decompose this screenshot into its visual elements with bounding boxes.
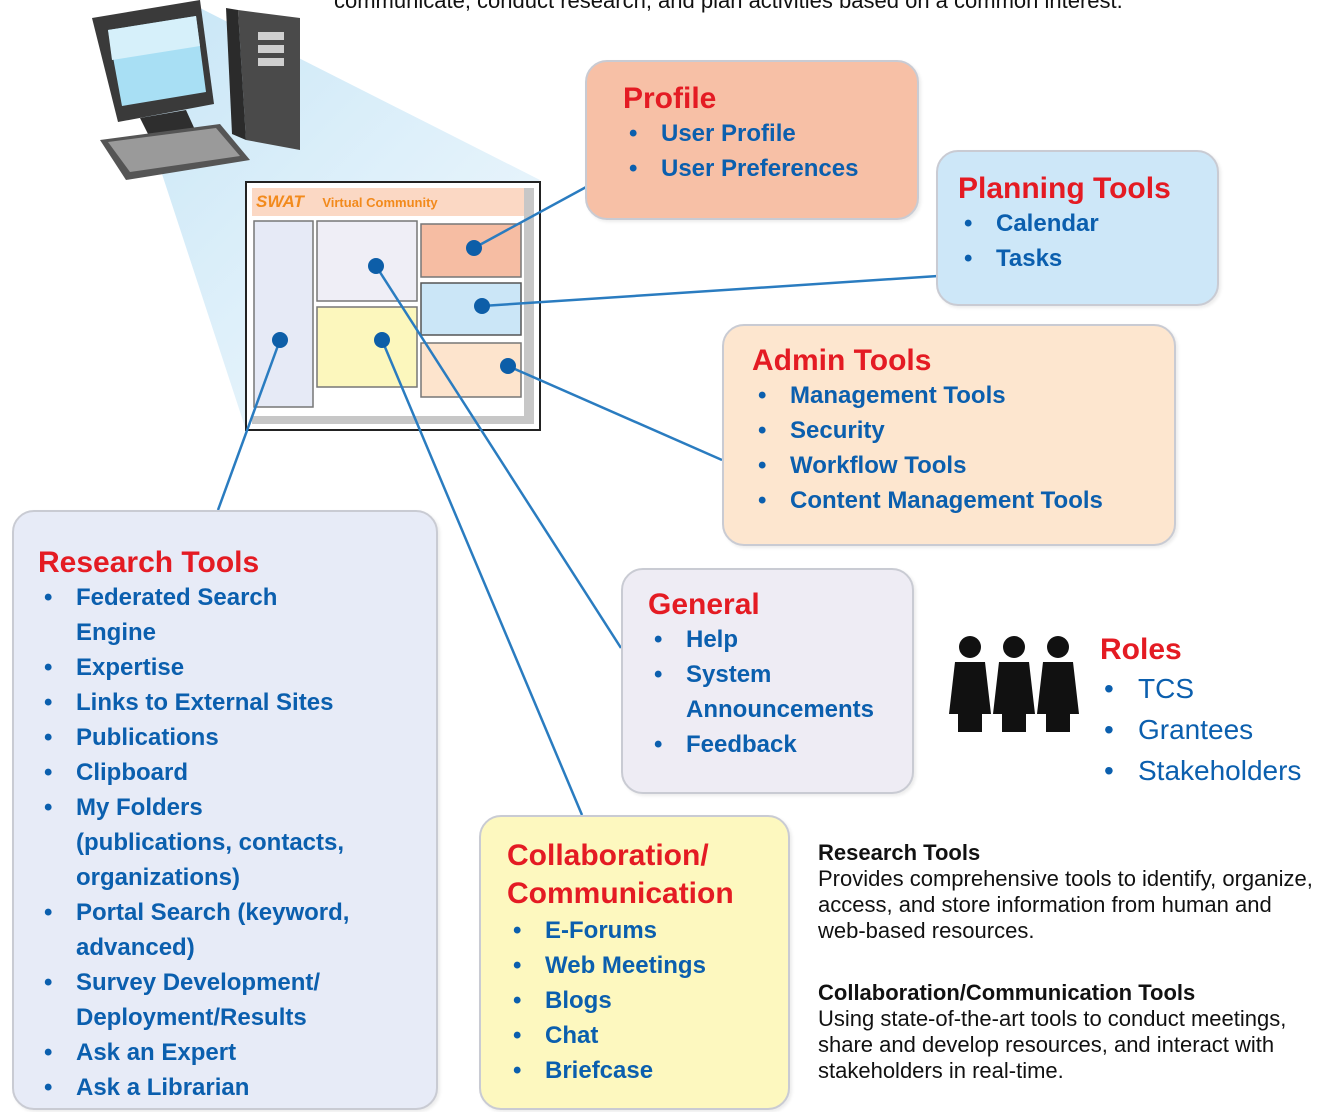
- collaboration-description-heading: Collaboration/Communication Tools: [818, 980, 1196, 1005]
- connector-dots: [272, 240, 516, 374]
- admin-tools-list: Management Tools Security Workflow Tools…: [752, 378, 1174, 518]
- research-tools-title: Research Tools: [38, 546, 260, 579]
- general-box: General Help System Announcements Feedba…: [621, 568, 914, 794]
- list-item: Content Management Tools: [752, 483, 1174, 518]
- roles-list: TCS Grantees Stakeholders: [1100, 668, 1301, 791]
- list-item: Survey Development/ Deployment/Results: [38, 965, 358, 1035]
- profile-list: User Profile User Preferences: [623, 116, 917, 186]
- research-tools-box: Research Tools Federated Search Engine E…: [12, 510, 438, 1110]
- planning-tools-list: Calendar Tasks: [958, 206, 1217, 276]
- admin-tools-box: Admin Tools Management Tools Security Wo…: [722, 324, 1176, 546]
- general-title: General: [648, 588, 760, 621]
- profile-box: Profile User Profile User Preferences: [585, 60, 919, 220]
- collaboration-description-text: Using state-of-the-art tools to conduct …: [818, 1006, 1287, 1083]
- list-item: Federated Search Engine: [38, 580, 358, 650]
- portal-title: Virtual Community: [322, 195, 438, 210]
- list-item: Tasks: [958, 241, 1217, 276]
- list-item: Feedback: [648, 727, 898, 762]
- connector-lines: [216, 184, 939, 816]
- roles-section: Roles TCS Grantees Stakeholders: [1100, 632, 1301, 791]
- portal-logo: SWAT: [256, 192, 304, 211]
- collaboration-description: Collaboration/Communication Tools Using …: [818, 980, 1313, 1084]
- list-item: Grantees: [1100, 709, 1301, 750]
- roles-title: Roles: [1100, 633, 1182, 666]
- research-tools-list: Federated Search Engine Expertise Links …: [38, 580, 358, 1105]
- research-description: Research Tools Provides comprehensive to…: [818, 840, 1313, 944]
- list-item: System Announcements: [648, 657, 898, 727]
- list-item: Clipboard: [38, 755, 358, 790]
- list-item: TCS: [1100, 668, 1301, 709]
- general-list: Help System Announcements Feedback: [648, 622, 898, 762]
- list-item: Management Tools: [752, 378, 1174, 413]
- list-item: User Preferences: [623, 151, 917, 186]
- list-item: Ask an Expert: [38, 1035, 358, 1070]
- collaboration-box: Collaboration/ Communication E-Forums We…: [479, 815, 790, 1110]
- research-description-text: Provides comprehensive tools to identify…: [818, 866, 1313, 943]
- collaboration-list: E-Forums Web Meetings Blogs Chat Briefca…: [507, 913, 788, 1088]
- list-item: User Profile: [623, 116, 917, 151]
- people-icon: [949, 636, 1079, 732]
- list-item: Security: [752, 413, 1174, 448]
- list-item: Publications: [38, 720, 358, 755]
- list-item: Calendar: [958, 206, 1217, 241]
- list-item: Web Meetings: [507, 948, 788, 983]
- portal-header: SWAT Virtual Community: [256, 192, 520, 214]
- list-item: Expertise: [38, 650, 358, 685]
- list-item: Ask a Librarian: [38, 1070, 358, 1105]
- list-item: My Folders (publications, contacts, orga…: [38, 790, 358, 895]
- research-description-heading: Research Tools: [818, 840, 981, 865]
- planning-tools-box: Planning Tools Calendar Tasks: [936, 150, 1219, 306]
- intro-text: communicate, conduct research, and plan …: [334, 0, 1123, 13]
- list-item: Portal Search (keyword, advanced): [38, 895, 358, 965]
- list-item: Workflow Tools: [752, 448, 1174, 483]
- list-item: Chat: [507, 1018, 788, 1053]
- profile-title: Profile: [623, 82, 717, 115]
- list-item: Help: [648, 622, 898, 657]
- collaboration-title: Collaboration/ Communication: [507, 839, 734, 910]
- admin-tools-title: Admin Tools: [752, 344, 932, 377]
- list-item: E-Forums: [507, 913, 788, 948]
- list-item: Links to External Sites: [38, 685, 358, 720]
- list-item: Stakeholders: [1100, 750, 1301, 791]
- planning-tools-title: Planning Tools: [958, 172, 1171, 205]
- computer-icon: [92, 0, 300, 180]
- list-item: Briefcase: [507, 1053, 788, 1088]
- list-item: Blogs: [507, 983, 788, 1018]
